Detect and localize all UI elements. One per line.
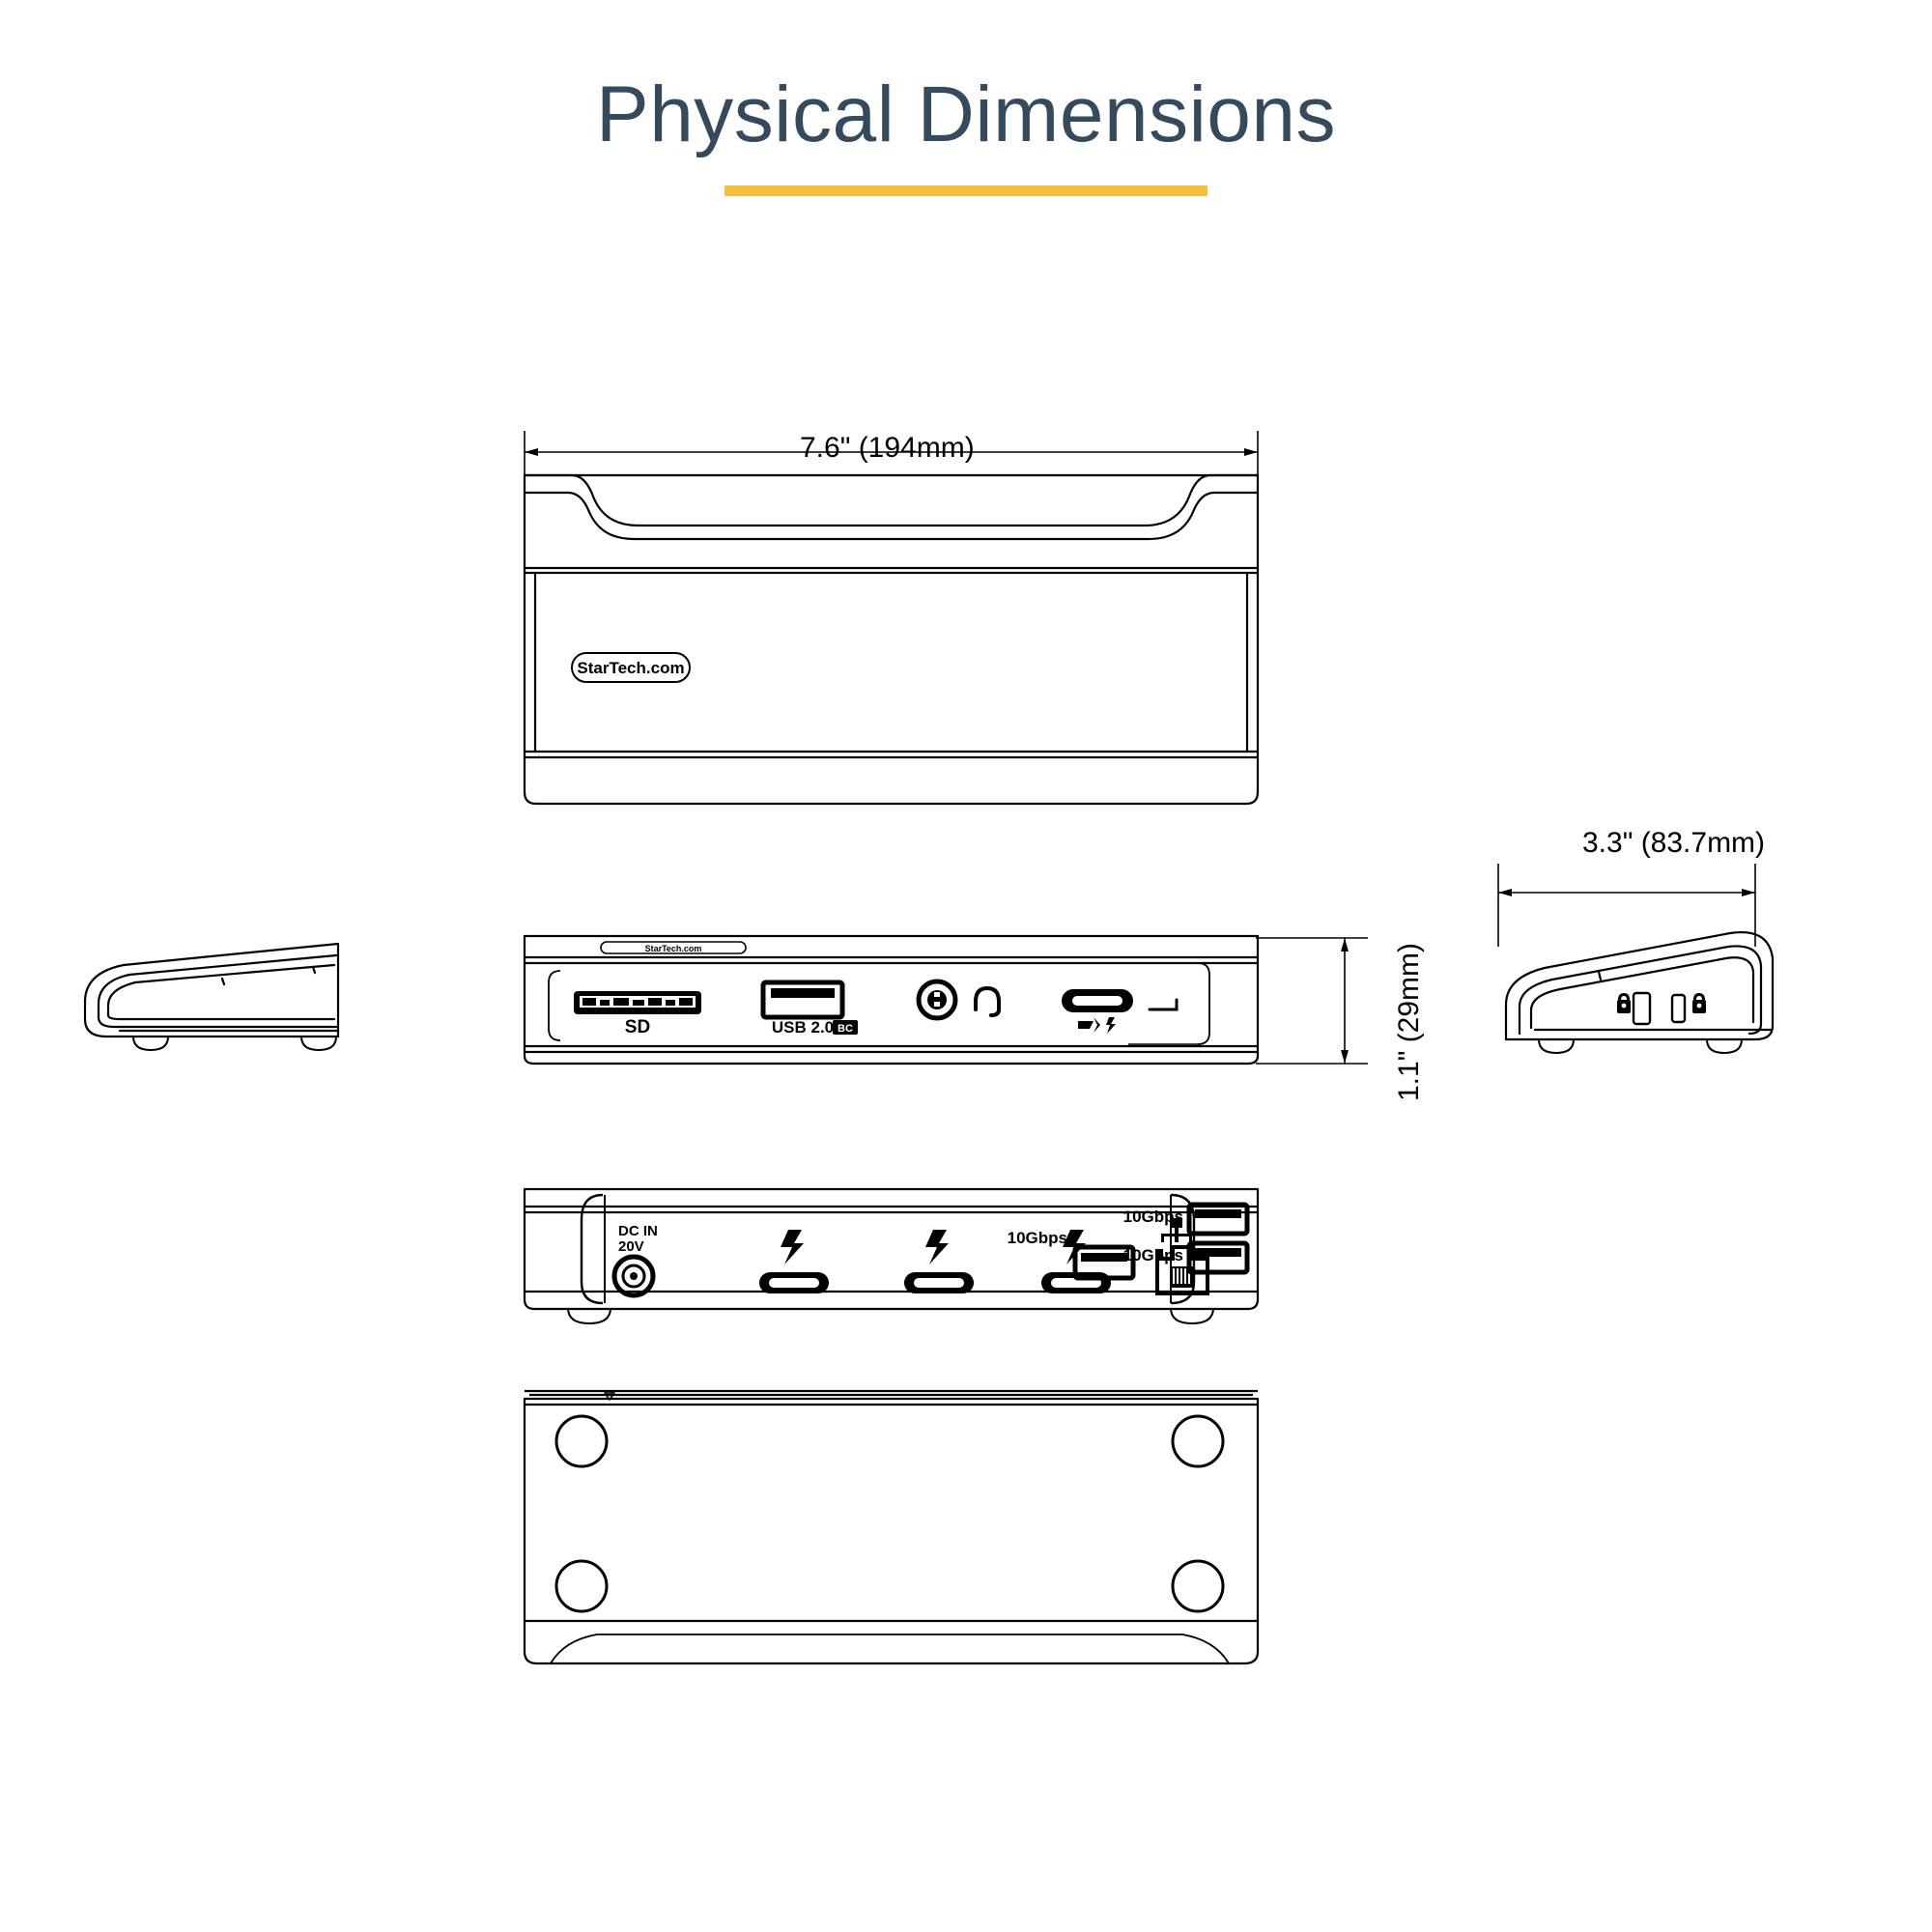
dimension-label-depth: 3.3" (83.7mm) [1582, 827, 1766, 859]
sd-port-label: SD [625, 1017, 650, 1037]
dc-power-jack-icon[interactable]: DC IN 20V [611, 1223, 658, 1298]
usba-1-label: 10Gbps [1008, 1229, 1067, 1247]
thunderbolt-port-icon[interactable] [759, 1230, 829, 1293]
thunderbolt-port-icon[interactable] [904, 1230, 974, 1293]
title-underline-accent [724, 185, 1208, 196]
rubber-foot [567, 1307, 1214, 1325]
rear-view-feet [522, 1306, 1275, 1335]
bottom-view [522, 1381, 1275, 1681]
right-side-view [1492, 850, 1782, 1082]
thunderbolt-charge-icon [1078, 1017, 1116, 1034]
dimension-line-width [524, 431, 1259, 481]
usb-port-label-group: USB 2.0 BC [772, 1018, 858, 1037]
usb-a-port-icon[interactable]: 10Gbps [1008, 1229, 1136, 1281]
usb2-port-label: USB 2.0 [772, 1018, 834, 1037]
padlock-icon [1617, 993, 1631, 1013]
security-lock-slot [1632, 991, 1687, 1026]
dimension-label-height: 1.1" (29mm) [1393, 942, 1425, 1101]
thunderbolt-bolt-icon [781, 1230, 804, 1264]
dimension-line-depth [1497, 864, 1756, 947]
rubber-foot [554, 1414, 1225, 1613]
usb-c-port-icon[interactable] [1062, 989, 1133, 1034]
page-header: Physical Dimensions [0, 75, 1932, 196]
page-title: Physical Dimensions [596, 71, 1336, 158]
top-view: StarTech.com [522, 431, 1275, 879]
network-icon [1161, 1218, 1192, 1242]
sd-card-slot-icon[interactable]: SD [574, 991, 701, 1037]
led-indicator-mark [1148, 998, 1179, 1011]
usba-2-label: 10Gbps [1123, 1208, 1183, 1226]
dc-in-label-line2: 20V [618, 1238, 644, 1255]
rubber-foot [1538, 1038, 1743, 1055]
brand-badge-front: StarTech.com [600, 941, 747, 954]
rubber-foot [132, 1036, 337, 1052]
rear-usb-cluster: 10Gbps 10Gbps 10Gbps [1008, 1201, 1261, 1326]
dimension-line-height [1256, 932, 1391, 1106]
dimension-label-width: 7.6" (194mm) [800, 432, 975, 464]
front-view: StarTech.com SD USB 2.0 B [522, 932, 1275, 1092]
usb2-bc-badge: BC [838, 1023, 853, 1035]
headset-icon [974, 985, 1001, 1017]
brand-logo-text: StarTech.com [577, 659, 684, 677]
brand-logo: StarTech.com [571, 652, 691, 683]
left-side-view [77, 923, 348, 1067]
usb-a-port-icon[interactable]: 10Gbps [1123, 1240, 1250, 1275]
usb-a-port-icon[interactable]: USB 2.0 BC [760, 980, 858, 1037]
dc-in-label-line1: DC IN [618, 1223, 658, 1239]
padlock-icon [1692, 993, 1706, 1013]
thunderbolt-bolt-icon [925, 1230, 949, 1264]
usba-3-label: 10Gbps [1123, 1246, 1183, 1264]
brand-badge-text: StarTech.com [645, 944, 702, 953]
usb-a-port-icon[interactable]: 10Gbps [1123, 1202, 1250, 1236]
audio-jack-icon[interactable] [916, 979, 1001, 1021]
